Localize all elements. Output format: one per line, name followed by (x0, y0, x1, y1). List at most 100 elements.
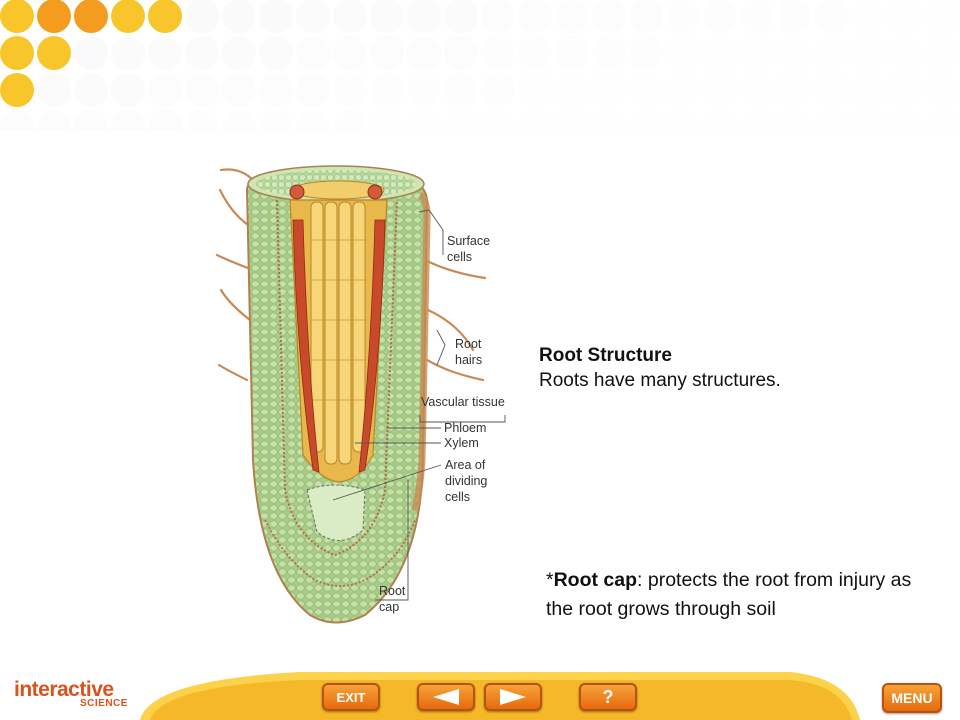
decorative-dot (222, 36, 256, 70)
decorative-dot (814, 36, 848, 70)
menu-button[interactable]: MENU (882, 683, 942, 713)
decorative-dot (407, 73, 441, 107)
decorative-dot (629, 36, 663, 70)
decorative-dot (740, 110, 774, 130)
decorative-dot (296, 110, 330, 130)
decorative-dot (925, 110, 959, 130)
decorative-dot (185, 110, 219, 130)
decorative-dot (111, 0, 145, 33)
decorative-dot (666, 73, 700, 107)
help-button[interactable]: ? (579, 683, 637, 711)
decorative-dot (296, 0, 330, 33)
decorative-dot (555, 36, 589, 70)
decorative-dot (444, 36, 478, 70)
svg-text:Phloem: Phloem (444, 421, 486, 435)
decorative-dot (222, 110, 256, 130)
decorative-dot (74, 36, 108, 70)
decorative-dot (37, 73, 71, 107)
arrow-right-icon (500, 689, 526, 705)
next-button[interactable] (484, 683, 542, 711)
label-root-cap-1: Root (379, 584, 406, 598)
decorative-dot (555, 0, 589, 33)
phloem-strands (292, 219, 386, 473)
decorative-dot (777, 73, 811, 107)
decorative-dot (592, 73, 626, 107)
root-cap (264, 519, 416, 587)
decorative-dot (814, 110, 848, 130)
decorative-dot (74, 110, 108, 130)
decorative-dot (518, 110, 552, 130)
arrow-left-icon (433, 689, 459, 705)
decorative-dot (185, 73, 219, 107)
svg-text:Root: Root (455, 337, 482, 351)
decorative-dot (444, 110, 478, 130)
decorative-dot (814, 73, 848, 107)
decorative-dot-pattern (0, 0, 959, 130)
decorative-dot (259, 0, 293, 33)
decorative-dot (888, 73, 922, 107)
svg-text:Xylem: Xylem (444, 436, 479, 450)
dividing-cells-area (306, 484, 366, 541)
decorative-dot (148, 36, 182, 70)
decorative-dot (296, 73, 330, 107)
decorative-dot (0, 36, 34, 70)
decorative-dot (777, 36, 811, 70)
label-hairs: hairs (455, 353, 482, 367)
decorative-dot (518, 0, 552, 33)
decorative-dot (111, 36, 145, 70)
decorative-dot (148, 73, 182, 107)
exit-label: EXIT (336, 689, 366, 705)
decorative-dot (185, 0, 219, 33)
logo-sub-text: SCIENCE (80, 698, 128, 709)
decorative-dot (703, 110, 737, 130)
root-structure-diagram: Surface cells Root hairs Vascular tissue… (215, 165, 506, 624)
back-button[interactable] (417, 683, 475, 711)
decorative-dot (37, 36, 71, 70)
decorative-dot (555, 110, 589, 130)
decorative-dot (925, 36, 959, 70)
decorative-dot (666, 0, 700, 33)
decorative-dot (407, 110, 441, 130)
decorative-dot (333, 0, 367, 33)
decorative-dot (888, 36, 922, 70)
decorative-dot (481, 0, 515, 33)
label-area-of: Area of (445, 458, 486, 472)
decorative-dot (666, 36, 700, 70)
decorative-dot (0, 0, 34, 33)
decorative-dot (74, 73, 108, 107)
svg-text:Surface: Surface (447, 234, 490, 248)
decorative-dot (518, 36, 552, 70)
svg-text:cells: cells (447, 250, 472, 264)
note-text: : protects the root from injury as the r… (546, 569, 912, 620)
decorative-dot (333, 36, 367, 70)
label-dividing-cells: cells (445, 490, 470, 504)
decorative-dot (555, 73, 589, 107)
label-surface: Surface (447, 234, 490, 248)
decorative-dot (925, 73, 959, 107)
svg-text:Root: Root (379, 584, 406, 598)
info-block: Root Structure Roots have many structure… (539, 343, 919, 393)
decorative-dot (888, 0, 922, 33)
decorative-dot (740, 36, 774, 70)
xylem-tubes (310, 201, 366, 465)
root-cap-note: *Root cap: protects the root from injury… (546, 566, 926, 624)
label-vascular-tissue: Vascular tissue (421, 395, 505, 409)
decorative-dot (37, 110, 71, 130)
decorative-dot (333, 73, 367, 107)
note-term: Root cap (553, 569, 638, 591)
logo-main-text: interactive (14, 678, 114, 701)
decorative-dot (222, 73, 256, 107)
decorative-dot (629, 110, 663, 130)
decorative-dot (333, 110, 367, 130)
svg-text:cells: cells (445, 490, 470, 504)
svg-text:cap: cap (379, 600, 399, 614)
svg-text:Area of: Area of (445, 458, 486, 472)
decorative-dot (407, 0, 441, 33)
decorative-dot (592, 0, 626, 33)
decorative-dot (111, 110, 145, 130)
decorative-dot (703, 73, 737, 107)
info-title: Root Structure (539, 345, 672, 366)
exit-button[interactable]: EXIT (322, 683, 380, 711)
decorative-dot (0, 110, 34, 130)
decorative-dot (518, 73, 552, 107)
